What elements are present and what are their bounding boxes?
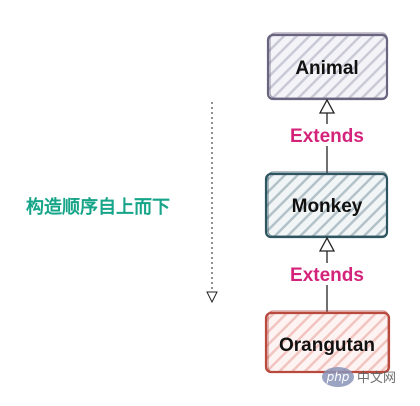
class-box-orangutan: Orangutan <box>264 310 391 374</box>
watermark-logo-text: php <box>326 370 350 384</box>
down-arrowhead-icon <box>206 291 218 304</box>
construction-order-label: 构造顺序自上而下 <box>26 196 170 218</box>
class-label-animal: Animal <box>295 58 358 79</box>
extends-label-1: Extends <box>290 126 364 147</box>
php-logo-icon <box>322 367 354 387</box>
extends-label-2: Extends <box>290 265 364 286</box>
inheritance-arrowhead-icon <box>318 98 336 114</box>
watermark-text: 中文网 <box>357 371 396 386</box>
extends-edge-2: Extends <box>290 236 364 312</box>
inheritance-arrowhead-icon <box>318 236 336 252</box>
extends-edge-1: Extends <box>290 98 364 173</box>
construction-order-arrow <box>206 102 218 304</box>
class-label-monkey: Monkey <box>292 196 363 217</box>
class-box-monkey: Monkey <box>264 171 389 239</box>
class-box-animal: Animal <box>266 32 389 101</box>
class-label-orangutan: Orangutan <box>279 335 375 356</box>
watermark: php 中文网 <box>322 367 396 387</box>
